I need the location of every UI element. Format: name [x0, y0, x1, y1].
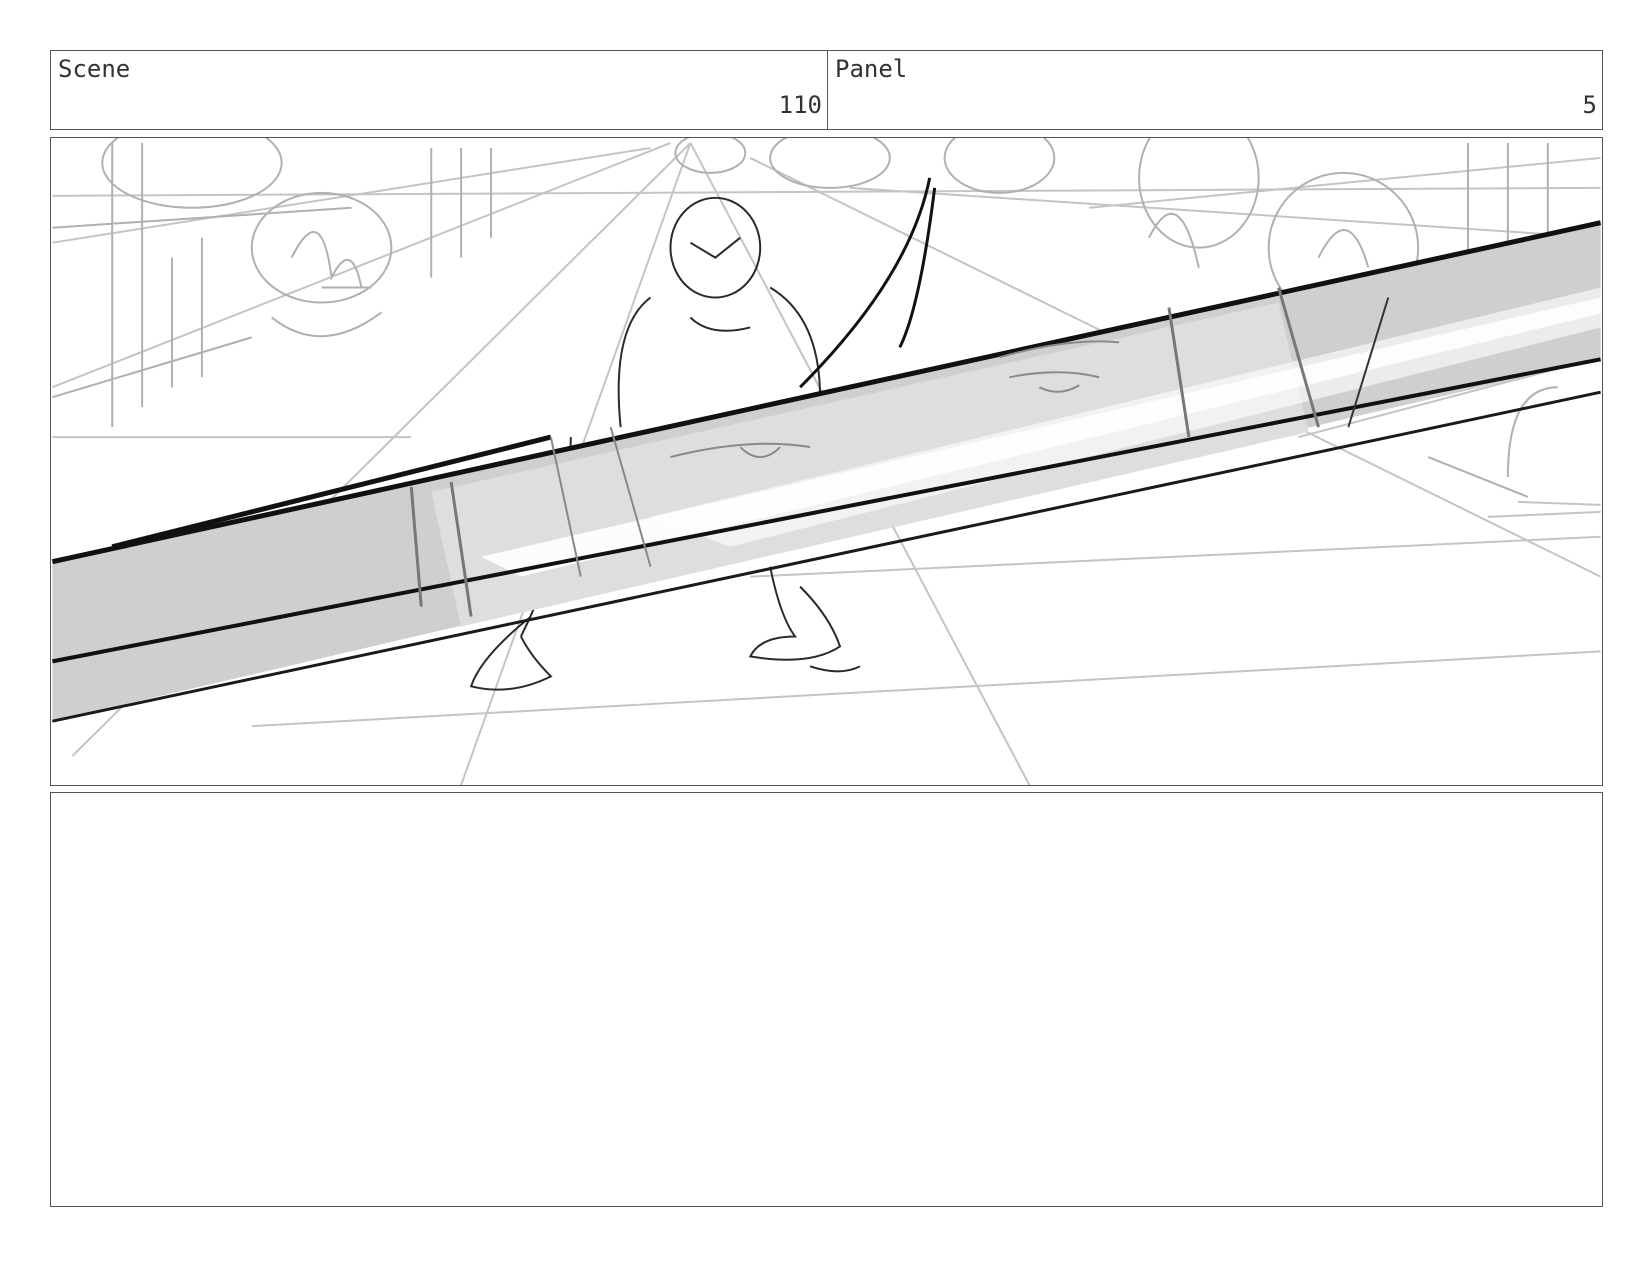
sketch-illustration	[51, 138, 1602, 785]
storyboard-header: Scene 110 Panel 5	[50, 50, 1603, 130]
left-shelf-sketch	[52, 138, 493, 428]
notes-box	[50, 792, 1603, 1207]
sword-sketch	[799, 177, 937, 389]
panel-label: Panel	[835, 55, 908, 83]
panel-number: 5	[1582, 91, 1597, 119]
scene-number: 110	[778, 91, 822, 119]
panel-cell: Panel 5	[828, 51, 1602, 129]
blade-reflection-eyes	[670, 340, 1120, 459]
foreground-blade	[51, 220, 1602, 723]
scene-cell: Scene 110	[51, 51, 828, 129]
storyboard-frame	[50, 137, 1603, 786]
scene-label: Scene	[58, 55, 131, 83]
